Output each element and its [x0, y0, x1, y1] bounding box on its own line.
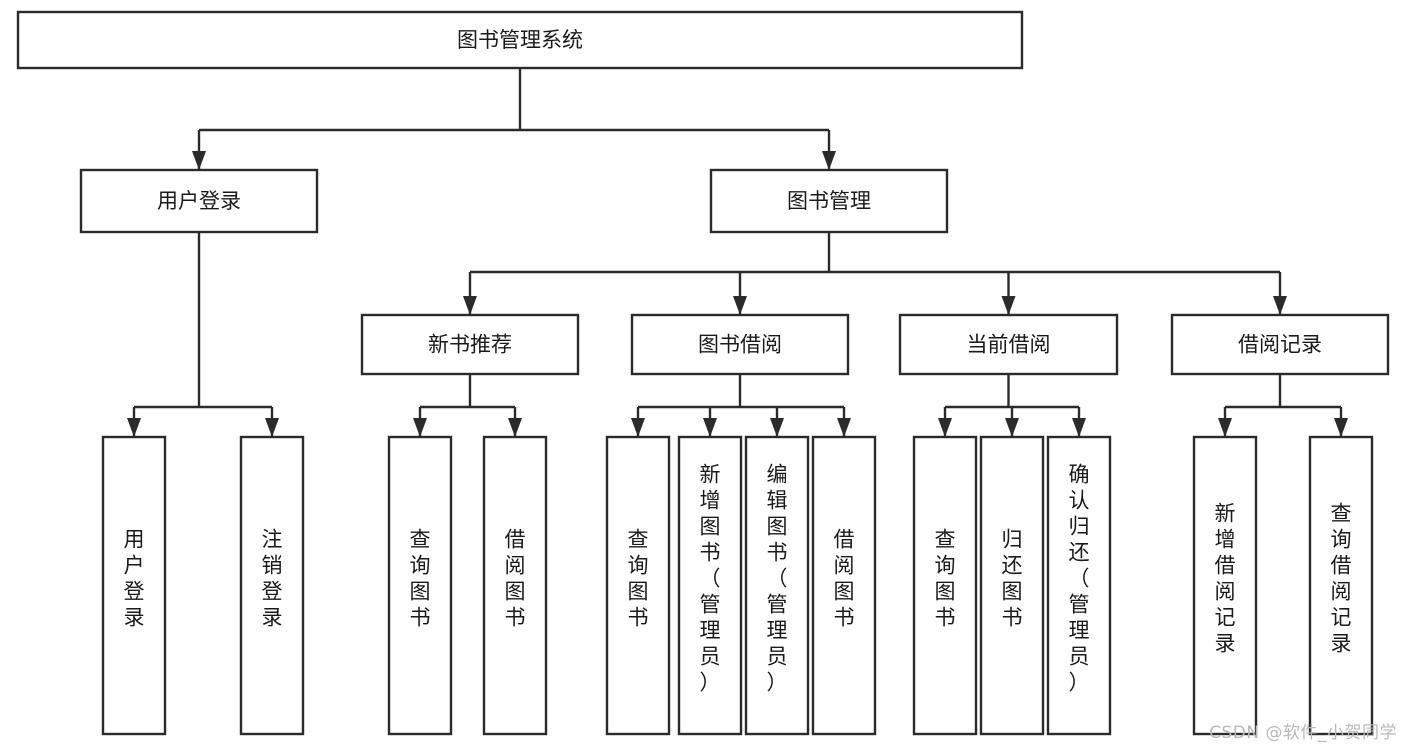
node-label: 编辑图书（管理员） [767, 463, 788, 695]
node-label: 图书管理系统 [457, 28, 583, 52]
arrow-head-icon [413, 418, 427, 437]
leaf-node-11[interactable]: 确认归还（管理员） [1046, 435, 1112, 736]
node-label: 借阅图书 [505, 528, 526, 630]
arrow-head-icon [770, 418, 784, 437]
arrow-head-icon [508, 418, 522, 437]
arrow-head-icon [1005, 418, 1019, 437]
level3-node-4[interactable]: 借阅记录 [1170, 313, 1390, 376]
node-label: 查询图书 [410, 528, 431, 630]
node-label: 查询图书 [935, 528, 956, 630]
node-rect [101, 435, 167, 736]
node-label: 图书借阅 [698, 333, 782, 357]
connector-lines [127, 68, 1348, 437]
level3-node-2[interactable]: 图书借阅 [630, 313, 850, 376]
node-label: 注销登录 [262, 528, 283, 630]
node-rect [79, 168, 319, 234]
node-label: 查询图书 [628, 528, 649, 630]
node-label: 新增图书（管理员） [700, 463, 721, 695]
node-label: 归还图书 [1002, 528, 1023, 630]
arrow-head-icon [703, 418, 717, 437]
node-label: 图书管理 [787, 189, 871, 213]
node-rect [709, 168, 949, 234]
node-boxes: 图书管理系统用户登录图书管理新书推荐图书借阅当前借阅借阅记录用户登录注销登录查询… [16, 10, 1390, 736]
arrow-head-icon [1072, 418, 1086, 437]
level3-node-1[interactable]: 新书推荐 [360, 313, 580, 376]
node-rect [239, 435, 305, 736]
node-label: 当前借阅 [967, 333, 1051, 357]
leaf-node-3[interactable]: 查询图书 [387, 435, 453, 736]
arrow-head-icon [127, 418, 141, 437]
arrow-head-icon [837, 418, 851, 437]
node-rect [387, 435, 453, 736]
node-rect [630, 313, 850, 376]
leaf-node-5[interactable]: 查询图书 [605, 435, 671, 736]
node-label: 确认归还（管理员） [1069, 463, 1090, 695]
node-label: 借阅记录 [1238, 333, 1322, 357]
arrow-head-icon [938, 418, 952, 437]
arrow-head-icon [463, 296, 477, 315]
node-rect [1170, 313, 1390, 376]
leaf-node-6[interactable]: 新增图书（管理员） [677, 435, 743, 736]
leaf-node-1[interactable]: 用户登录 [101, 435, 167, 736]
node-rect [1308, 435, 1374, 736]
node-rect [912, 435, 978, 736]
node-rect [979, 435, 1045, 736]
leaf-node-8[interactable]: 借阅图书 [811, 435, 877, 736]
node-rect [1046, 435, 1112, 736]
level3-node-3[interactable]: 当前借阅 [898, 313, 1119, 376]
node-rect [677, 435, 743, 736]
node-label: 新增借阅记录 [1215, 502, 1236, 656]
arrow-head-icon [822, 151, 836, 170]
arrow-head-icon [1273, 296, 1287, 315]
root-node-1[interactable]: 图书管理系统 [16, 10, 1024, 70]
node-rect [744, 435, 810, 736]
node-label: 新书推荐 [428, 333, 512, 357]
arrow-head-icon [1218, 418, 1232, 437]
leaf-node-12[interactable]: 新增借阅记录 [1192, 435, 1258, 736]
arrow-head-icon [733, 296, 747, 315]
level2-node-2[interactable]: 图书管理 [709, 168, 949, 234]
node-rect [16, 10, 1024, 70]
leaf-node-13[interactable]: 查询借阅记录 [1308, 435, 1374, 736]
node-label: 用户登录 [157, 189, 241, 213]
leaf-node-2[interactable]: 注销登录 [239, 435, 305, 736]
node-rect [1192, 435, 1258, 736]
arrow-head-icon [1001, 296, 1016, 315]
leaf-node-9[interactable]: 查询图书 [912, 435, 978, 736]
leaf-node-10[interactable]: 归还图书 [979, 435, 1045, 736]
arrow-head-icon [265, 418, 279, 437]
leaf-node-4[interactable]: 借阅图书 [482, 435, 548, 736]
node-rect [360, 313, 580, 376]
node-label: 用户登录 [124, 528, 145, 630]
node-label: 查询借阅记录 [1331, 502, 1352, 656]
arrow-head-icon [192, 151, 206, 170]
node-rect [605, 435, 671, 736]
level2-node-1[interactable]: 用户登录 [79, 168, 319, 234]
arrow-head-icon [631, 418, 645, 437]
node-rect [811, 435, 877, 736]
arrow-head-icon [1334, 418, 1348, 437]
node-label: 借阅图书 [834, 528, 855, 630]
node-rect [482, 435, 548, 736]
leaf-node-7[interactable]: 编辑图书（管理员） [744, 435, 810, 736]
node-rect [898, 313, 1119, 376]
